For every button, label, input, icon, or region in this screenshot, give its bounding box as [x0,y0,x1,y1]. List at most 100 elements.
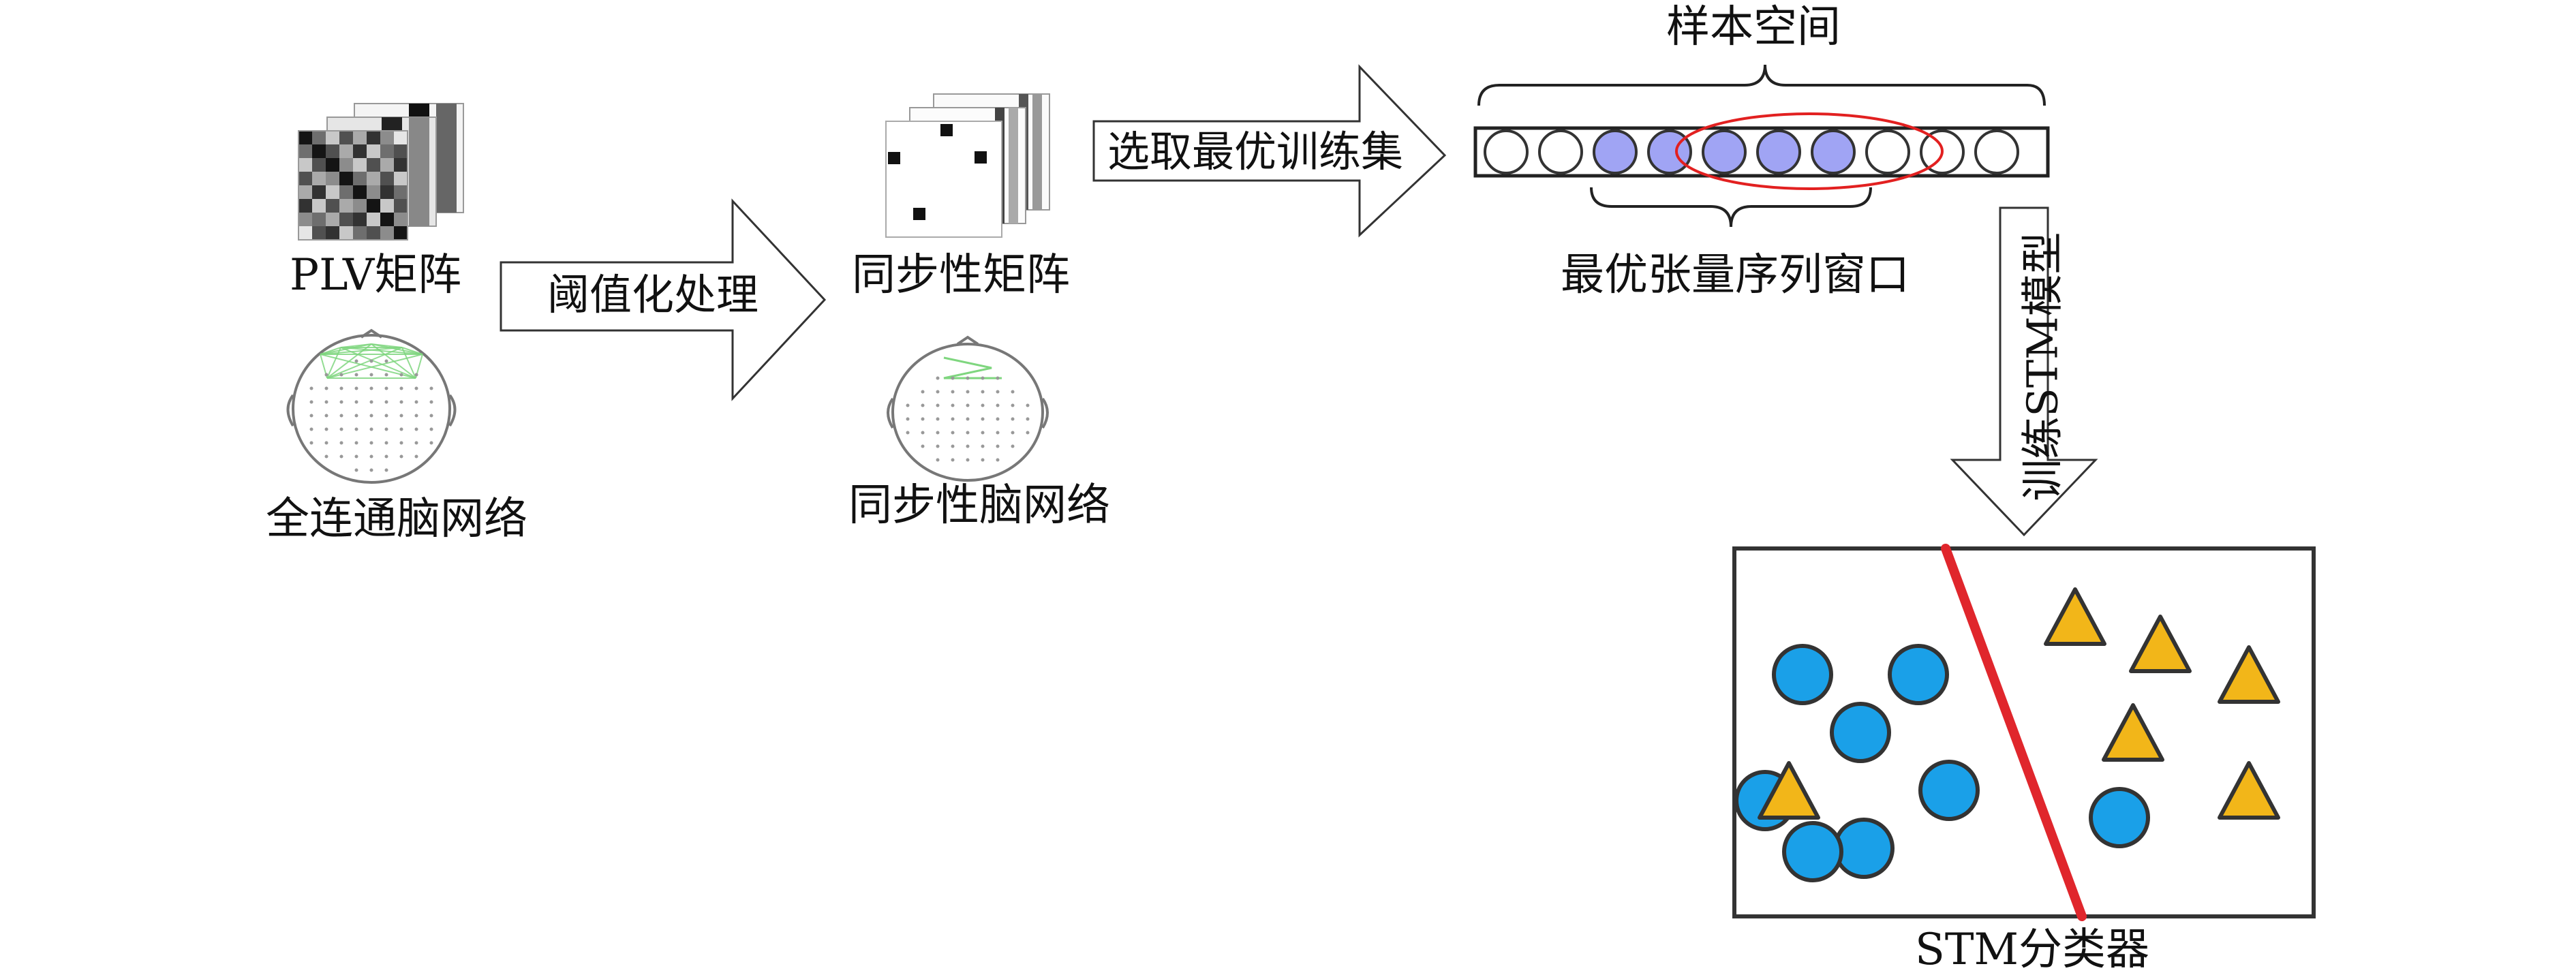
matrix-cell [298,199,312,213]
electrode-dot [906,403,910,407]
electrode-dot [966,417,970,421]
matrix-cell [353,213,367,226]
full-network-edges [320,343,423,379]
matrix-cell [380,226,394,240]
electrode-dot [324,400,328,404]
network-edge [340,347,416,379]
electrode-dot [1026,403,1030,407]
electrode-dot [384,373,388,377]
sequence-cell [1538,129,1583,174]
threshold-arrow-label: 阈值化处理 [547,270,759,320]
matrix-cell [380,172,394,185]
electrode-dot [414,414,418,418]
electrode-dots [906,376,1030,462]
matrix-cell [353,199,367,213]
matrix-cell [394,199,408,213]
matrix-cell [326,131,339,144]
matrix-cell [394,213,408,226]
class-a-circle [1833,818,1895,879]
electrode-dot [981,444,985,448]
electrode-dot [951,390,955,394]
class-a-circle [1782,821,1843,882]
matrix-cell [380,213,394,226]
matrix-cell [353,158,367,172]
electrode-dot [354,400,358,404]
electrode-dot [1011,431,1015,435]
electrode-dot [369,414,373,418]
electrode-dot [906,417,910,421]
electrode-dot [936,431,940,435]
class-a-circle [2089,787,2150,848]
matrix-cell [312,158,326,172]
matrix-cell [367,226,380,240]
electrode-dot [996,376,1000,380]
matrix-cell [312,213,326,226]
optimal-window-ellipse [1675,112,1944,190]
electrode-dot [921,417,925,421]
decision-boundary [1941,544,2087,921]
matrix-cell [326,158,339,172]
electrode-dot [936,417,940,421]
electrode-dot [1011,390,1015,394]
class-a-circle [1830,702,1891,763]
matrix-cell [380,185,394,199]
electrode-dot [369,386,373,390]
full-brain-network [286,328,457,484]
matrix-cell [312,226,326,240]
matrix-cell [394,185,408,199]
electrode-dot [369,373,373,377]
electrode-dot [339,414,343,418]
class-b-triangle [1758,761,1820,820]
electrode-dot [414,454,418,459]
sync-matrix-front [885,121,1002,238]
electrode-dot [399,414,403,418]
stm-classifier-label: STM分类器 [1915,925,2150,975]
electrode-dot [324,386,328,390]
electrode-dot [354,427,358,431]
electrode-dot [384,468,388,472]
electrode-dot [399,441,403,445]
electrode-dot [966,403,970,407]
electrode-dot [339,454,343,459]
matrix-cell [339,158,353,172]
matrix-cell [353,131,367,144]
sequence-cell [1974,129,2019,174]
electrode-dot [981,376,985,380]
electrode-dot [951,376,955,380]
electrode-dot [981,417,985,421]
matrix-cell [298,226,312,240]
electrode-dot [309,386,313,390]
electrode-dot [324,454,328,459]
network-edge [326,343,372,379]
matrix-cell [367,172,380,185]
matrix-cell [312,144,326,158]
electrode-dot [996,458,1000,462]
matrix-cell [298,172,312,185]
optimal-window-brace [1590,187,1872,228]
electrode-dot [324,373,328,377]
network-edge [326,347,403,379]
electrode-dot [996,403,1000,407]
electrode-dot [981,390,985,394]
electrode-dot [1026,431,1030,435]
electrode-dot [966,390,970,394]
matrix-cell [339,131,353,144]
electrode-dot [1011,417,1015,421]
electrode-dot [936,458,940,462]
sync-network-label: 同步性脑网络 [848,480,1110,531]
electrode-dot [951,403,955,407]
electrode-dot [369,400,373,404]
sync-matrix-label: 同步性矩阵 [852,250,1070,300]
select-train-arrow-label: 选取最优训练集 [1107,127,1404,176]
electrode-dot [951,417,955,421]
sample-space-label: 样本空间 [1666,2,1841,52]
electrode-dot [936,376,940,380]
network-edge [340,347,423,355]
matrix-cell [394,172,408,185]
electrode-dot [951,431,955,435]
electrode-dot [369,427,373,431]
electrode-dot [309,441,313,445]
electrode-dot [384,427,388,431]
electrode-dot [324,441,328,445]
electrode-dot [936,403,940,407]
